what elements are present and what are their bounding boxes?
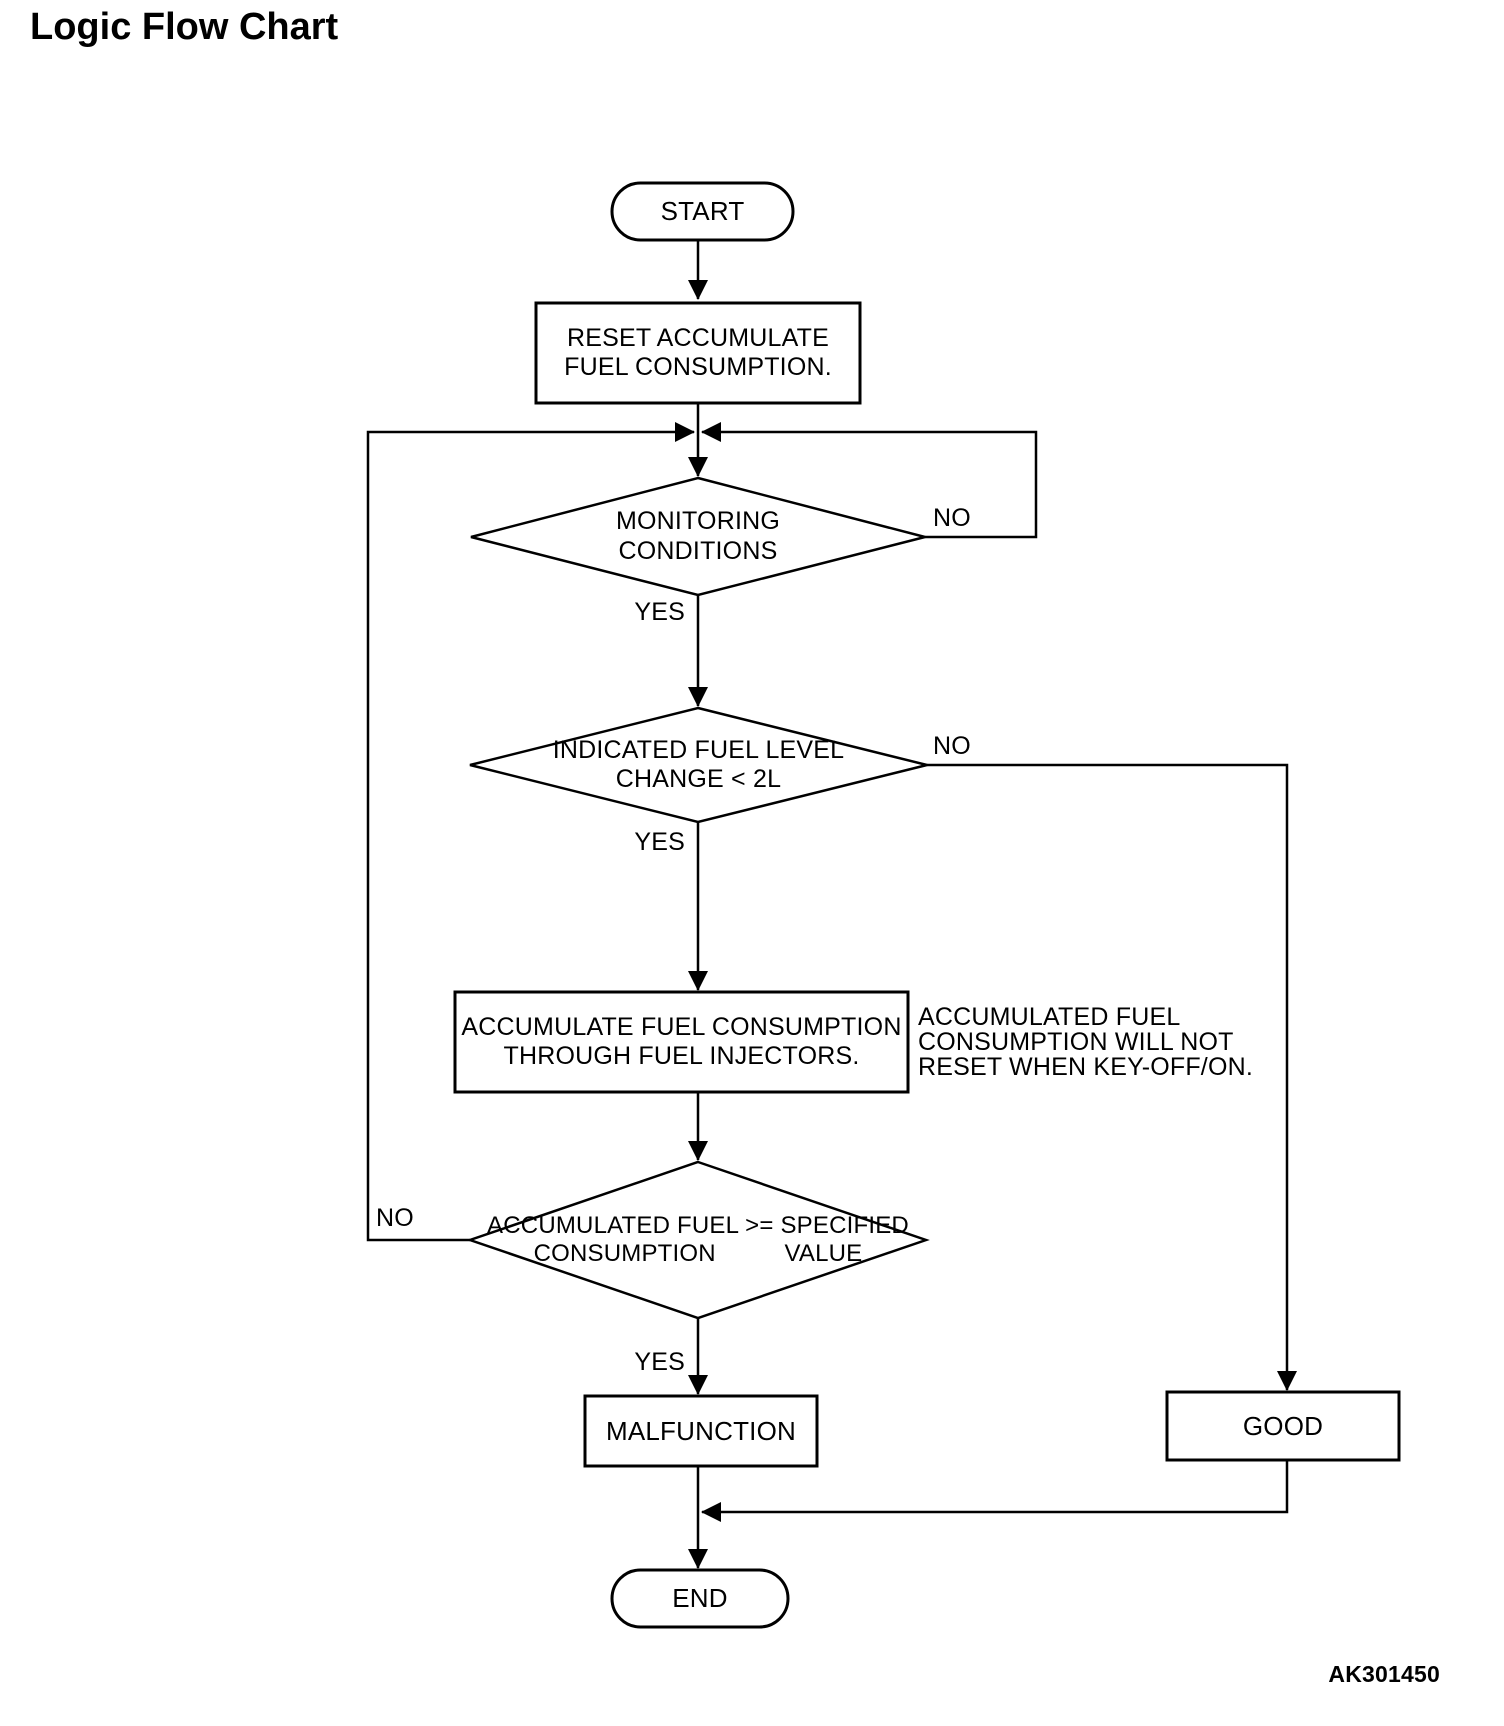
end-terminator-shape <box>610 1568 790 1629</box>
fuel-level-decision-shape <box>469 706 928 824</box>
threshold-node-label: ACCUMULATED FUEL >= SPECIFIED CONSUMPTIO… <box>487 1211 909 1267</box>
edge-good-to-end-merge <box>701 1460 1289 1522</box>
fuel-level-no-label: NO <box>933 732 971 760</box>
edge-fuel-level-no-to-good <box>927 763 1297 1391</box>
monitoring-yes-label: YES <box>634 598 685 626</box>
threshold-no-label: NO <box>376 1204 414 1232</box>
threshold-decision-shape <box>466 1160 930 1320</box>
monitoring-no-label: NO <box>933 504 971 532</box>
figure-code: AK301450 <box>1328 1661 1440 1687</box>
monitoring-node-label: MONITORING CONDITIONS <box>615 507 781 565</box>
good-process-shape <box>1165 1390 1401 1462</box>
reset-node-label: RESET ACCUMULATE FUEL CONSUMPTION. <box>564 323 832 382</box>
page-title: Logic Flow Chart <box>30 6 339 48</box>
start-terminator-shape <box>610 181 795 242</box>
threshold-yes-label: YES <box>634 1348 685 1376</box>
accumulate-node-label: ACCUMULATE FUEL CONSUMPTION THROUGH FUEL… <box>461 1012 902 1071</box>
malfunction-node-label: MALFUNCTION <box>606 1415 796 1446</box>
fuel-level-node-label: INDICATED FUEL LEVEL CHANGE < 2L <box>552 735 845 794</box>
fuel-level-yes-label: YES <box>634 828 685 856</box>
monitoring-decision-shape <box>470 476 926 597</box>
edge-monitoring-no-loop <box>701 422 1038 539</box>
end-node-label: END <box>672 1583 728 1614</box>
accumulated-fuel-note: ACCUMULATED FUEL CONSUMPTION WILL NOT RE… <box>918 1003 1254 1081</box>
good-node-label: GOOD <box>1242 1410 1324 1441</box>
malfunction-process-shape <box>583 1394 819 1468</box>
accumulate-process-shape <box>453 990 910 1094</box>
start-node-label: START <box>660 196 745 227</box>
edge-threshold-no-loop <box>366 422 695 1242</box>
reset-process-shape <box>534 301 862 405</box>
